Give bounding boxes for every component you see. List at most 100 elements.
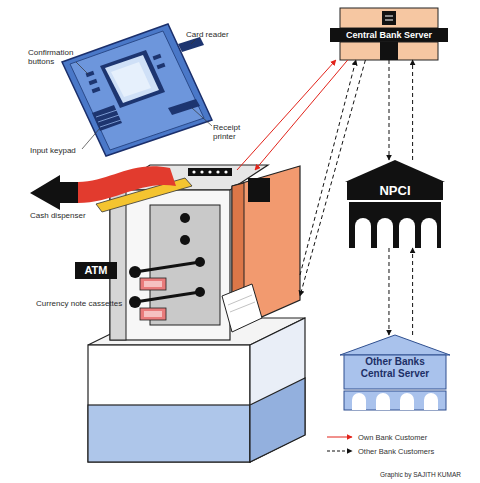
cash-flow-arrow bbox=[78, 166, 176, 203]
legend-sample bbox=[326, 447, 354, 455]
dashed-connector bbox=[388, 248, 389, 335]
leader-line bbox=[76, 62, 88, 74]
arch bbox=[376, 393, 390, 410]
dashed-connector bbox=[389, 60, 390, 160]
dashed-connector bbox=[300, 60, 356, 275]
cash-arrow-head bbox=[30, 175, 78, 210]
pediment bbox=[340, 335, 450, 355]
legend-line bbox=[327, 451, 352, 452]
arch bbox=[424, 393, 438, 410]
dot bbox=[216, 170, 219, 173]
roller bbox=[180, 213, 190, 223]
node-title: Central Bank Server bbox=[330, 29, 448, 41]
dashed-connector bbox=[300, 60, 365, 296]
keypad-row bbox=[100, 120, 121, 127]
legend-row: Own Bank Customer bbox=[326, 431, 427, 443]
confirmation-button bbox=[157, 63, 166, 69]
note-face bbox=[144, 281, 162, 287]
screen bbox=[105, 55, 159, 103]
black-block bbox=[248, 178, 270, 202]
arch bbox=[421, 218, 437, 248]
arch bbox=[400, 393, 414, 410]
node-outline bbox=[345, 160, 445, 248]
keypad-row bbox=[98, 115, 119, 122]
top-strip bbox=[188, 168, 232, 176]
plinth-front bbox=[88, 345, 250, 462]
server-node: Central Bank Server bbox=[330, 8, 448, 60]
server-slot bbox=[385, 20, 393, 21]
colonnade bbox=[349, 202, 441, 248]
confirmation-button bbox=[89, 79, 98, 85]
server-top bbox=[340, 8, 438, 28]
confirmation-button bbox=[86, 71, 95, 77]
part-label: Confirmation buttons bbox=[28, 48, 86, 66]
panel-bezel bbox=[70, 31, 204, 150]
server-icon bbox=[382, 11, 396, 25]
arch bbox=[352, 393, 366, 410]
machine-label: ATM bbox=[75, 262, 117, 279]
body-front bbox=[110, 190, 230, 340]
server-slot bbox=[385, 16, 393, 17]
belt bbox=[135, 262, 200, 272]
card-reader-slot bbox=[178, 37, 204, 52]
part-label: Cash dispenser bbox=[30, 211, 102, 220]
server-door bbox=[380, 42, 398, 60]
credit-line: Graphic by SAJITH KUMAR bbox=[380, 471, 478, 479]
dot bbox=[200, 170, 203, 173]
plinth-side-band bbox=[250, 378, 305, 462]
input-keypad bbox=[92, 105, 122, 131]
receipt-line bbox=[228, 295, 252, 305]
server-band bbox=[330, 28, 448, 42]
colonnade bbox=[344, 391, 446, 410]
legend-text: Own Bank Customer bbox=[358, 433, 427, 442]
dashed-connector bbox=[412, 248, 413, 335]
legend-text: Other Bank Customers bbox=[358, 447, 434, 456]
part-label: Card reader bbox=[186, 30, 246, 39]
building-node: NPCI bbox=[345, 160, 445, 248]
legend-sample bbox=[326, 433, 354, 441]
dashed-connector bbox=[412, 60, 413, 160]
screen-inner bbox=[111, 62, 151, 97]
server-body bbox=[340, 42, 438, 60]
currency-notes bbox=[140, 308, 166, 320]
legend-row: Other Bank Customers bbox=[326, 445, 434, 457]
building-node: Other Banks Central Server bbox=[340, 335, 450, 410]
leader-line bbox=[82, 128, 100, 149]
connector-arrow bbox=[237, 60, 336, 170]
confirmation-button bbox=[92, 87, 101, 93]
arch bbox=[399, 218, 415, 248]
confirmation-button bbox=[153, 54, 162, 60]
receipt-paper bbox=[222, 284, 262, 332]
belt bbox=[135, 292, 200, 302]
dot bbox=[192, 170, 195, 173]
plinth-band bbox=[88, 405, 250, 462]
connector-arrow bbox=[255, 60, 348, 170]
part-label: Currency note cassettes bbox=[36, 299, 148, 308]
pediment bbox=[345, 160, 445, 182]
atm-machine: ATM bbox=[75, 170, 300, 470]
keypad-row bbox=[96, 110, 117, 117]
node-title: Other Banks Central Server bbox=[350, 356, 440, 380]
plinth-side bbox=[250, 318, 305, 462]
arch bbox=[355, 218, 371, 248]
panel-frame bbox=[62, 24, 212, 156]
note-face bbox=[144, 311, 162, 317]
screen-frame bbox=[100, 50, 165, 108]
roller bbox=[180, 235, 190, 245]
part-label: Input keypad bbox=[30, 146, 92, 155]
arch bbox=[377, 218, 393, 248]
part-label: Receipt printer bbox=[213, 123, 255, 141]
receipt-printer-slot bbox=[168, 99, 200, 115]
receipt-line bbox=[230, 302, 255, 312]
dot bbox=[224, 170, 227, 173]
dot bbox=[208, 170, 211, 173]
node-title: NPCI bbox=[345, 183, 445, 199]
leader-line bbox=[191, 39, 196, 44]
entablature bbox=[344, 355, 446, 389]
legend-line bbox=[327, 437, 352, 438]
leader-line bbox=[192, 108, 212, 126]
currency-notes bbox=[140, 278, 166, 290]
